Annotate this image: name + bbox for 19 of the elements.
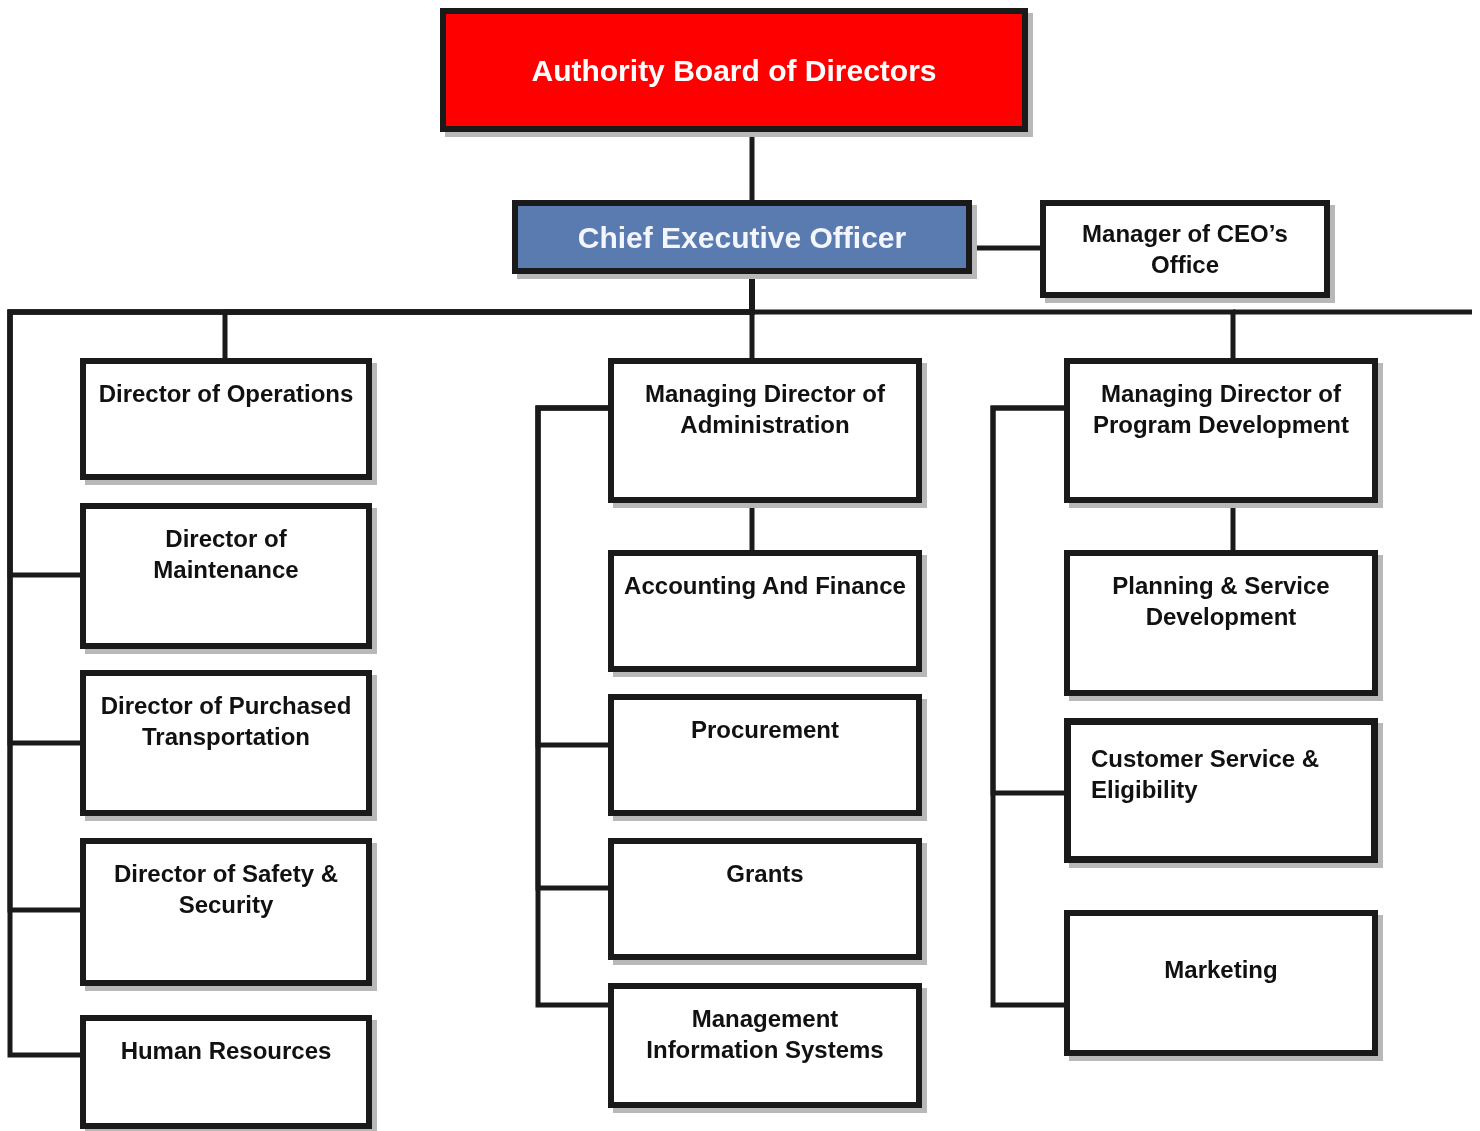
box-label: Management Information Systems (645, 1004, 885, 1065)
box-label: Customer Service & Eligibility (1091, 744, 1321, 805)
box-label: Marketing (1164, 955, 1278, 985)
box-label: Director of Safety & Security (112, 859, 340, 920)
box-label: Planning & Service Development (1111, 571, 1331, 632)
box-label: Director of Operations (98, 379, 354, 409)
box-label: Chief Executive Officer (577, 221, 907, 253)
box-label: Managing Director of Administration (644, 379, 886, 440)
connector-line (535, 405, 608, 1008)
box-label: Accounting And Finance (624, 571, 906, 601)
box-label: Human Resources (120, 1036, 332, 1066)
box-label: Managing Director of Program Development (1091, 379, 1351, 440)
box-label: Director of Purchased Transportation (99, 691, 353, 752)
box-label: Authority Board of Directors (531, 54, 937, 86)
box-label: Manager of CEO’s Office (1081, 219, 1289, 280)
box-label: Grants (726, 859, 804, 889)
box-label: Director of Maintenance (152, 524, 300, 585)
connector-line (990, 405, 1064, 1008)
box-label: Procurement (690, 715, 839, 745)
